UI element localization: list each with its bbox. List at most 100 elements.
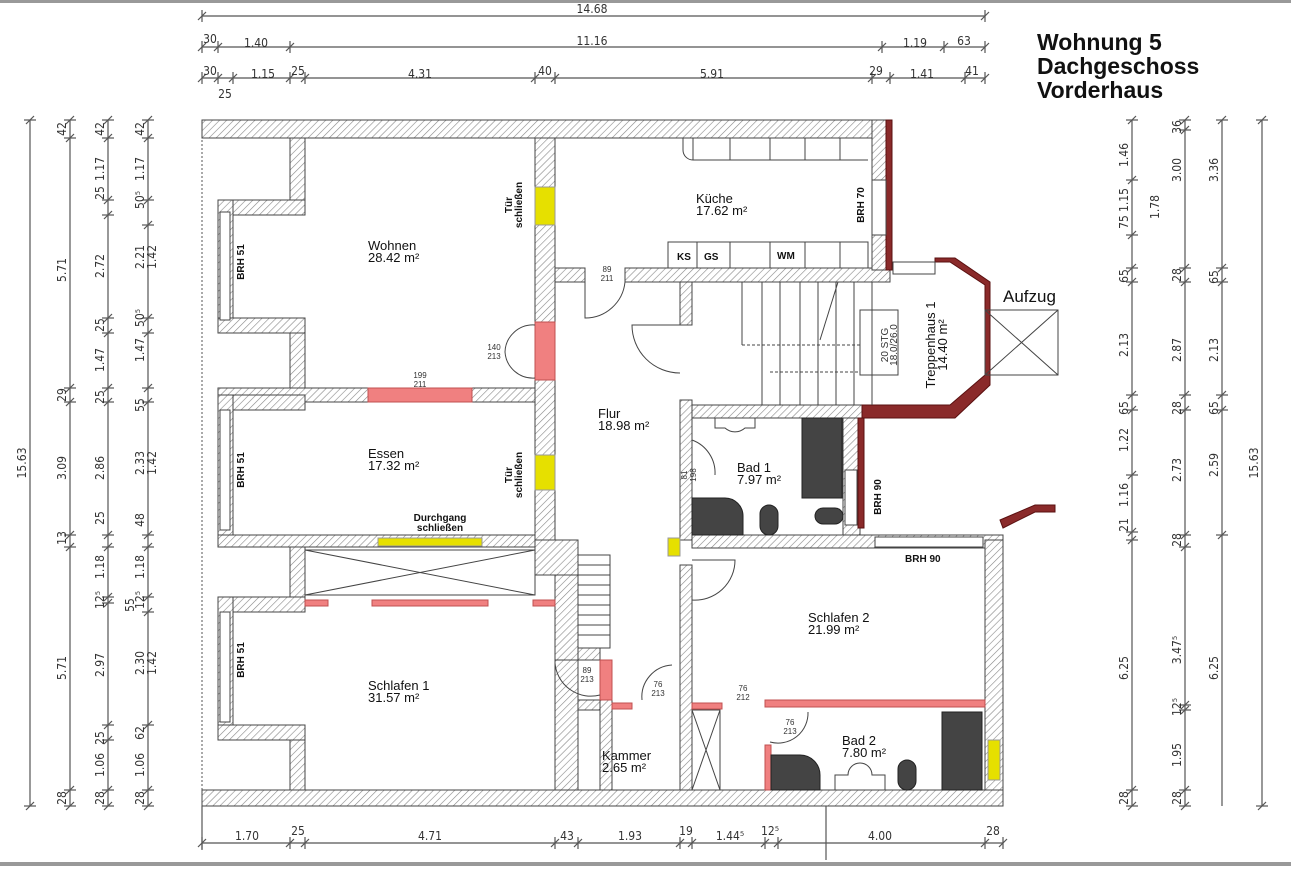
- door-label-h: 213: [487, 352, 501, 361]
- dim-label: 2.87: [1170, 338, 1184, 362]
- dim-label: 28: [1170, 401, 1184, 415]
- title-floor: Dachgeschoss: [1037, 53, 1199, 79]
- dim-label: 1.95: [1170, 743, 1184, 767]
- dim-label: 1.46: [1117, 143, 1131, 167]
- dim-label: 3.09: [55, 456, 69, 480]
- dim-label: 4.71: [418, 829, 442, 843]
- dim-label: 25: [218, 87, 232, 101]
- note-brh70: BRH 70: [856, 187, 867, 223]
- door-label-h: 211: [601, 274, 614, 283]
- door-label-h: 213: [580, 675, 594, 684]
- dim-label: 2.13: [1207, 338, 1221, 362]
- dim-label: 4.31: [408, 67, 432, 81]
- dim-label: 75: [1117, 215, 1131, 229]
- dimensions-bottom: 1.70 25 4.71 43 1.93 19 1.44⁵ 12⁵ 4.00 2…: [235, 824, 1000, 843]
- dim-label: 62: [133, 726, 147, 740]
- closet: [304, 549, 536, 596]
- door-label-w: 76: [739, 684, 748, 693]
- note-brh51-2: BRH 51: [236, 452, 247, 488]
- dim-label: 30: [203, 64, 217, 78]
- door-label-w: 76: [786, 718, 795, 727]
- dim-label: 13: [55, 531, 69, 545]
- fridge-label: KS: [677, 252, 691, 263]
- room-schlafen2-name: Schlafen 2: [808, 610, 869, 625]
- staircase: [578, 281, 899, 649]
- dim-label: 4.00: [868, 829, 892, 843]
- room-kammer-name: Kammer: [602, 748, 652, 763]
- dimensions-vertical: 15.63425.71293.09135.7128421.17252.72251…: [15, 120, 1261, 805]
- room-essen-area: 17.32 m²: [368, 458, 420, 473]
- dim-label: 36: [1170, 120, 1184, 134]
- room-kueche-name: Küche: [696, 191, 733, 206]
- brick-walls: [857, 119, 1056, 529]
- plan-title: Wohnung 5 Dachgeschoss Vorderhaus: [1037, 29, 1199, 103]
- door-label-h: 212: [736, 693, 750, 702]
- dim-label: 1.47: [93, 348, 107, 372]
- dim-label: 3.47⁵: [1170, 636, 1184, 664]
- dim-label: 41: [965, 64, 979, 78]
- dim-label: 1.18: [133, 555, 147, 579]
- dim-label: 28: [1170, 791, 1184, 805]
- dim-label: 3.36: [1207, 158, 1221, 182]
- dim-label: 14.68: [577, 2, 608, 16]
- title-apartment: Wohnung 5: [1037, 29, 1162, 55]
- note-passage: Durchgang: [414, 513, 467, 524]
- sanitary-fixtures: [691, 417, 983, 791]
- elevator-label: Aufzug: [1003, 287, 1056, 306]
- door-label-h: 211: [414, 380, 427, 389]
- room-bad2-name: Bad 2: [842, 733, 876, 748]
- dim-label: 25: [93, 731, 107, 745]
- room-schlafen1-area: 31.57 m²: [368, 690, 420, 705]
- note-passage-b: schließen: [417, 523, 463, 534]
- dim-label: 12⁵: [93, 591, 107, 609]
- dim-label: 28: [1170, 268, 1184, 282]
- stair-count: 20 STG: [880, 328, 891, 363]
- windows: [219, 179, 984, 723]
- dim-label: 1.06: [93, 753, 107, 777]
- dim-label: 19: [679, 824, 693, 838]
- room-bad1-name: Bad 1: [737, 460, 771, 475]
- dim-label: 2.30: [133, 651, 147, 675]
- dim-label: 2.86: [93, 456, 107, 480]
- note-door-close-1: Tür: [504, 197, 515, 213]
- dim-label: 1.19: [903, 36, 927, 50]
- dim-label: 25: [93, 186, 107, 200]
- dim-label: 15.63: [1247, 448, 1261, 479]
- note-brh90-1: BRH 90: [873, 479, 884, 515]
- dim-label: 42: [133, 122, 147, 136]
- dim-label: 5.71: [55, 656, 69, 680]
- room-bad2-area: 7.80 m²: [842, 745, 887, 760]
- dim-label: 1.40: [244, 36, 268, 50]
- dim-label: 2.13: [1117, 333, 1131, 357]
- dim-label: 28: [93, 791, 107, 805]
- room-wohnen-name: Wohnen: [368, 238, 416, 253]
- dim-label: 29: [55, 388, 69, 402]
- door-label-w: 199: [413, 371, 427, 380]
- bottom-border: [0, 862, 1291, 866]
- dim-label: 6.25: [1207, 656, 1221, 680]
- dim-label: 2.73: [1170, 458, 1184, 482]
- dim-label: 50⁵: [133, 309, 147, 327]
- dim-label: 1.78: [1148, 195, 1162, 219]
- elevator-shaft: Aufzug: [984, 287, 1059, 376]
- dim-label: 50⁵: [133, 191, 147, 209]
- room-flur-name: Flur: [598, 406, 621, 421]
- dim-label: 48: [133, 513, 147, 527]
- top-border: [0, 0, 1291, 3]
- room-treppenhaus-area: 14.40 m²: [935, 319, 950, 371]
- dim-label: 12⁵: [133, 591, 147, 609]
- door-label-h: 213: [651, 689, 665, 698]
- dim-label: 55: [133, 398, 147, 412]
- dim-label: 1.41: [910, 67, 934, 81]
- dim-label: 25: [93, 511, 107, 525]
- dim-label: 43: [560, 829, 574, 843]
- dim-label: 1.42: [145, 651, 159, 675]
- door-label-w: 76: [654, 680, 663, 689]
- dim-label: 1.47: [133, 338, 147, 362]
- dim-label: 1.93: [618, 829, 642, 843]
- dim-label: 65: [1117, 269, 1131, 283]
- door-label-h: 198: [689, 468, 698, 482]
- dim-label: 15.63: [15, 448, 29, 479]
- dim-label: 25: [291, 824, 305, 838]
- door-label-w: 81: [680, 470, 689, 479]
